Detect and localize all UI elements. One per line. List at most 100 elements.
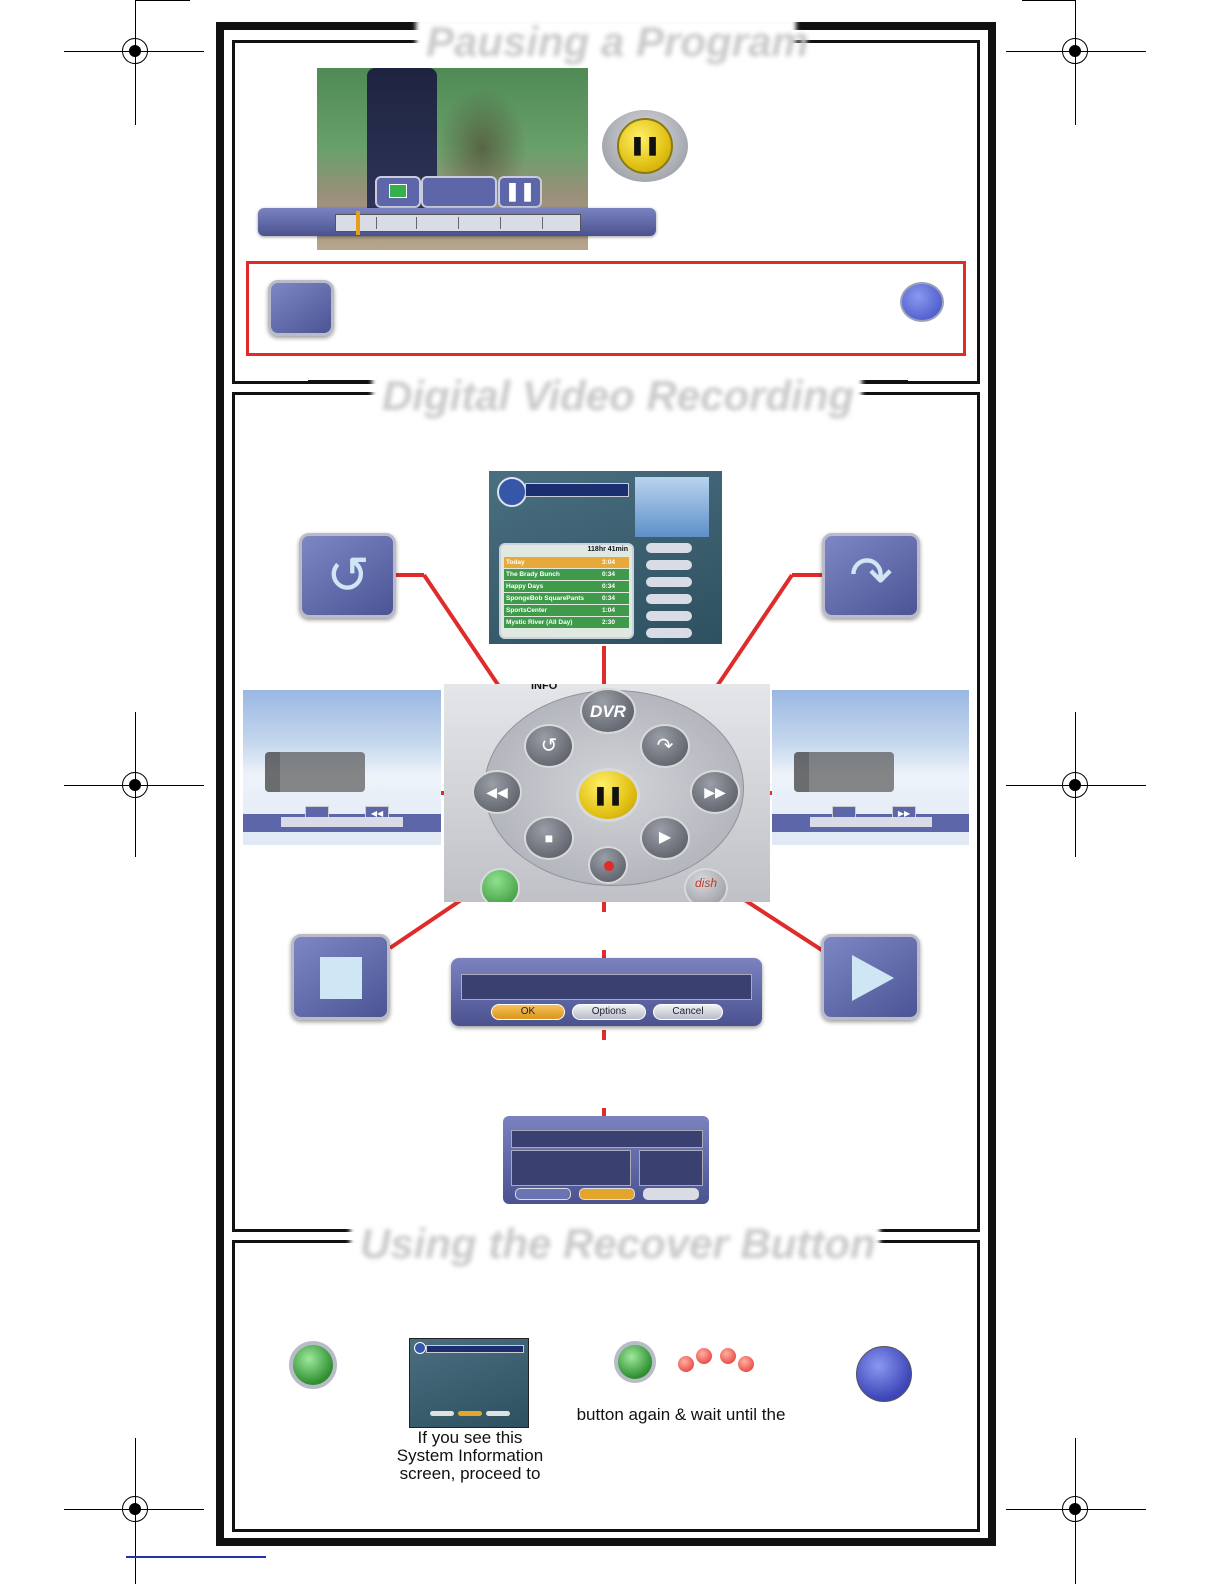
trim-line-top-left xyxy=(136,0,190,1)
note-blue-button-icon xyxy=(900,282,944,322)
remote-stop-button[interactable]: ■ xyxy=(524,816,574,860)
stop-icon xyxy=(320,957,362,999)
crop-mark-bottom-right xyxy=(1006,1438,1156,1584)
menu-side-buttons xyxy=(646,543,694,639)
progress-track xyxy=(335,214,581,232)
record-ok-button[interactable]: OK xyxy=(491,1004,565,1020)
caption-system-info: If you see this System Information scree… xyxy=(370,1429,570,1483)
recover-power-button-icon xyxy=(289,1341,337,1389)
menu-row-duration: 2:30 xyxy=(602,619,616,626)
crop-mark-mid-left xyxy=(64,712,214,857)
play-icon xyxy=(852,955,894,1001)
remote-green-button[interactable] xyxy=(480,868,520,902)
system-info-btn-1[interactable] xyxy=(430,1411,454,1416)
options-title-field xyxy=(511,1130,703,1148)
menu-row[interactable]: Happy Days 0:34 xyxy=(504,581,629,592)
pausing-title: Pausing a Program xyxy=(416,18,809,66)
remote-skip-forward-button[interactable]: ↷ xyxy=(640,724,690,768)
tv-icon xyxy=(389,184,407,198)
system-info-title-bar xyxy=(426,1345,524,1353)
record-dialog-field xyxy=(461,974,752,1000)
remote-pause-button[interactable]: ❚❚ xyxy=(576,768,640,822)
trim-line-bottom xyxy=(126,1556,266,1558)
options-list xyxy=(511,1150,631,1186)
crop-mark-bottom-left xyxy=(64,1438,214,1584)
menu-side-button[interactable] xyxy=(646,543,692,553)
record-options-button[interactable]: Options xyxy=(572,1004,646,1020)
options-button-3[interactable] xyxy=(643,1188,699,1200)
menu-side-button[interactable] xyxy=(646,628,692,638)
pause-state-indicator: ❚❚ xyxy=(498,176,542,208)
caption-line-2: System Information xyxy=(396,1446,544,1465)
dogsled-figure xyxy=(265,752,365,792)
system-info-screen xyxy=(409,1338,529,1428)
pause-button-yellow: ❚❚ xyxy=(617,118,673,174)
remote-rewind-button[interactable]: ◀◀ xyxy=(472,770,522,814)
menu-side-button[interactable] xyxy=(646,594,692,604)
remote-dish-button[interactable]: dish xyxy=(684,868,728,902)
dvr-title: Digital Video Recording xyxy=(372,372,862,420)
menu-row-title: Mystic River (All Day) xyxy=(506,619,573,626)
skip-back-icon: ↺ xyxy=(326,547,370,605)
ffwd-screenshot: ▶▶ xyxy=(772,690,969,845)
system-info-logo xyxy=(414,1342,426,1354)
menu-row[interactable]: SportsCenter 1:04 xyxy=(504,605,629,616)
menu-side-button[interactable] xyxy=(646,560,692,570)
remote-record-button[interactable] xyxy=(588,846,628,884)
menu-side-button[interactable] xyxy=(646,611,692,621)
rewind-osd-track xyxy=(281,817,403,827)
led-light-1 xyxy=(678,1356,694,1372)
crop-mark-top-left xyxy=(64,0,214,125)
remote-dvr-label: DVR xyxy=(590,702,626,721)
menu-row-title: SportsCenter xyxy=(506,607,548,614)
remote-ffwd-button[interactable]: ▶▶ xyxy=(690,770,740,814)
menu-preview-video xyxy=(635,477,709,537)
skip-back-tile: ↺ xyxy=(299,533,396,618)
remote-play-button[interactable]: ▶ xyxy=(640,816,690,860)
rewind-screenshot: ◀◀ xyxy=(243,690,441,845)
skip-forward-tile: ↷ xyxy=(822,533,920,618)
system-info-btn-3[interactable] xyxy=(486,1411,510,1416)
recover-power-button-icon-2 xyxy=(614,1341,656,1383)
caption-press-again: button again & wait until the xyxy=(576,1405,786,1424)
menu-row-duration: 0:34 xyxy=(602,583,616,590)
menu-side-button[interactable] xyxy=(646,577,692,587)
record-dialog: OK Options Cancel xyxy=(451,958,762,1026)
recover-title: Using the Recover Button xyxy=(350,1220,880,1268)
remote-dish-logo: dish xyxy=(694,876,717,890)
note-square-icon xyxy=(268,280,334,336)
note-box xyxy=(246,261,966,356)
remote-skip-back-button[interactable]: ↺ xyxy=(524,724,574,768)
remote-info-label: INFO xyxy=(531,684,558,692)
dish-logo-icon xyxy=(497,477,527,507)
trim-line-top-right xyxy=(1022,0,1076,1)
menu-row-duration: 1:04 xyxy=(602,607,616,614)
skip-forward-icon: ↷ xyxy=(849,547,893,605)
menu-title-bar xyxy=(525,483,629,497)
crop-mark-mid-right xyxy=(1006,712,1156,857)
led-light-4 xyxy=(738,1356,754,1372)
record-cancel-button[interactable]: Cancel xyxy=(653,1004,723,1020)
menu-row-title: SpongeBob SquarePants xyxy=(506,595,585,602)
ffwd-osd-track xyxy=(810,817,932,827)
crop-mark-top-right xyxy=(1006,0,1156,125)
dogsled-figure xyxy=(794,752,894,792)
menu-row-title: Happy Days xyxy=(506,583,544,590)
recover-blue-button-icon xyxy=(856,1346,912,1402)
options-button-2[interactable] xyxy=(579,1188,635,1200)
remote-closeup: INFO DVR ↺ ↷ ◀◀ ▶▶ ❚❚ ■ ▶ dish xyxy=(444,684,770,902)
menu-row[interactable]: Mystic River (All Day) 2:30 xyxy=(504,617,629,628)
options-button-1[interactable] xyxy=(515,1188,571,1200)
record-dot-icon xyxy=(604,861,614,871)
system-info-btn-2[interactable] xyxy=(458,1411,482,1416)
line-skip-fwd xyxy=(792,573,822,577)
remote-dvr-button[interactable]: DVR xyxy=(580,688,636,734)
options-side-box xyxy=(639,1150,703,1186)
live-tv-indicator xyxy=(375,176,421,208)
